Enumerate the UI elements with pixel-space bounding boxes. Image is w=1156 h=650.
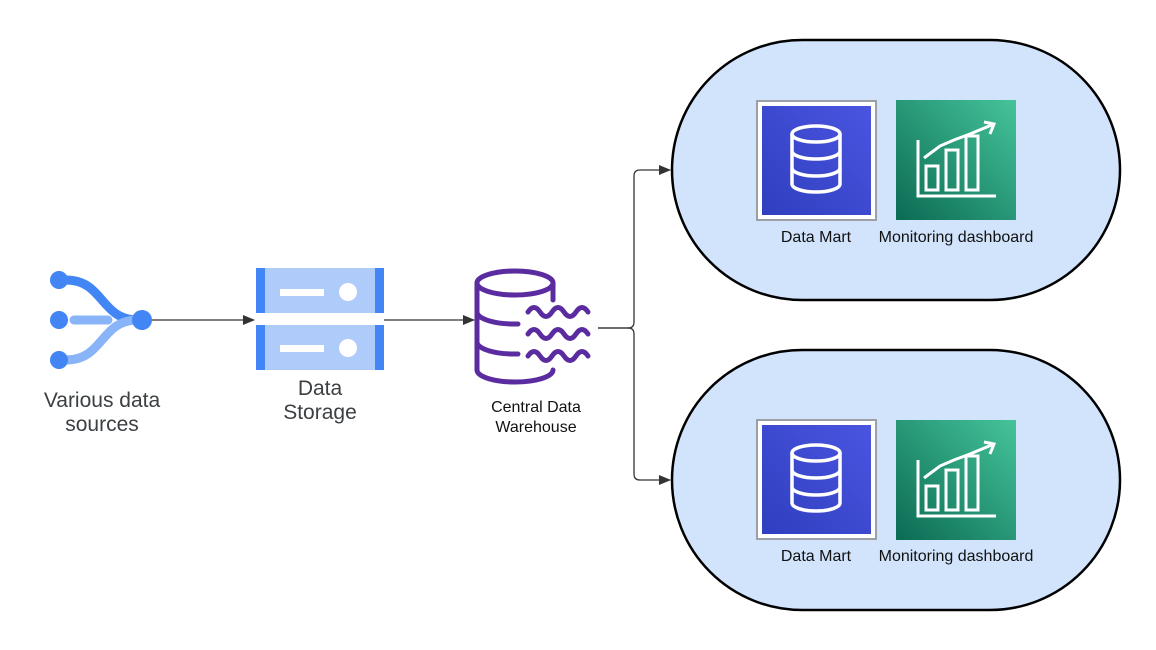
storage-server-icon <box>256 268 384 370</box>
node-label-sources: Various data sources <box>43 389 161 436</box>
edge-warehouse-to-group-bottom <box>598 327 671 485</box>
dashboard-label: Monitoring dashboard <box>878 548 1034 565</box>
node-label-storage: Data Storage <box>283 377 357 424</box>
monitoring-dashboard-icon <box>896 420 1016 540</box>
data-mart-icon <box>756 100 877 221</box>
edge-warehouse-to-group-top <box>598 165 671 329</box>
data-mart-icon <box>756 419 877 540</box>
data-sources-icon <box>50 271 152 369</box>
monitoring-dashboard-icon <box>896 100 1016 220</box>
data-warehouse-icon <box>474 268 591 385</box>
data-mart-label: Data Mart <box>780 229 852 246</box>
dashboard-label: Monitoring dashboard <box>878 229 1034 246</box>
data-mart-label: Data Mart <box>780 548 852 565</box>
node-label-warehouse: Central Data Warehouse <box>491 399 581 436</box>
